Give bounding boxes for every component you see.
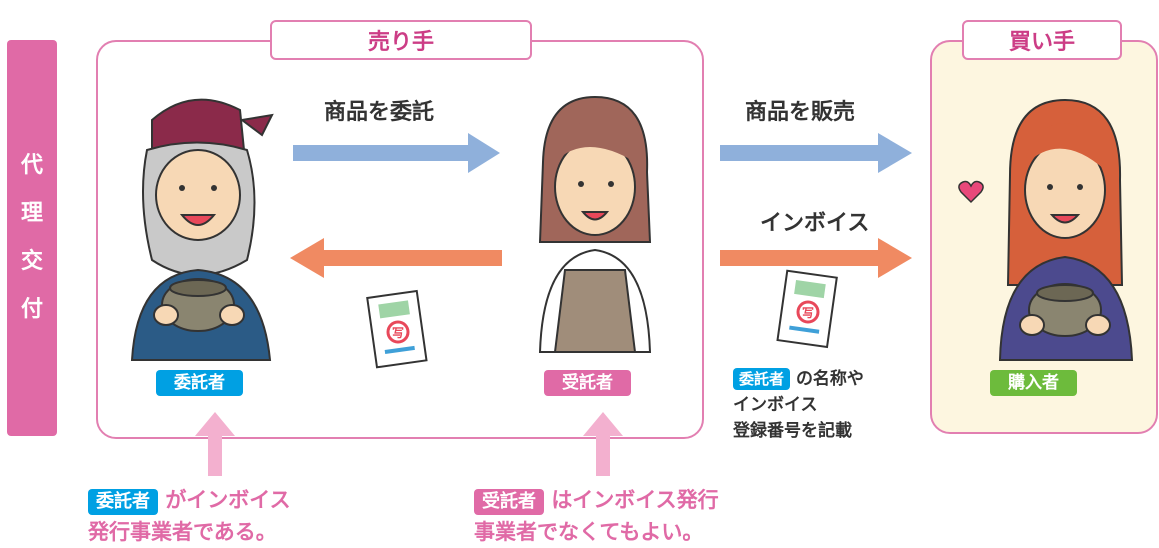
consignee-illustration (538, 95, 652, 353)
buyer-illustration (998, 98, 1134, 361)
consignee-note-line1: はインボイス発行 (551, 488, 719, 512)
side-label-char: 付 (20, 297, 43, 322)
invoice-document-icon: 写 (776, 269, 838, 349)
side-label-proxy-delivery: 代 理 交 付 (7, 40, 57, 436)
consignee-note-badge: 受託者 (474, 489, 544, 515)
buyer-badge-wrap: 購入者 (990, 370, 1077, 396)
consignor-note: 委託者 がインボイス 発行事業者である。 (88, 484, 291, 548)
consignee-badge: 受託者 (544, 370, 631, 396)
consignor-note-line2: 発行事業者である。 (88, 520, 277, 544)
invoice-note-line2: インボイス (733, 395, 818, 415)
invoice-stamp-text: 写 (392, 326, 404, 340)
side-label-char: 交 (20, 249, 43, 274)
invoice-note-line1: の名称や (795, 369, 864, 389)
consignee-badge-wrap: 受託者 (544, 370, 631, 396)
consignee-note-line2: 事業者でなくてもよい。 (474, 520, 704, 544)
invoice-document-icon: 写 (366, 289, 428, 369)
seller-title: 売り手 (270, 20, 532, 60)
consignor-note-badge: 委託者 (88, 489, 158, 515)
invoice-stamp-text: 写 (802, 306, 814, 320)
consignor-badge-wrap: 委託者 (156, 370, 243, 396)
buyer-title: 買い手 (962, 20, 1122, 60)
consignor-illustration (130, 98, 274, 361)
consignor-note-line1: がインボイス (165, 488, 291, 512)
invoice-note: 委託者 の名称や インボイス 登録番号を記載 (733, 366, 918, 444)
sell-arrow-label: 商品を販売 (745, 100, 856, 125)
consign-arrow-label: 商品を委託 (324, 100, 435, 125)
side-label-char: 代 (20, 153, 43, 178)
heart-icon (958, 180, 984, 204)
sell-arrow (720, 133, 912, 173)
invoice-arrow-label: インボイス (760, 211, 870, 236)
consignor-badge: 委託者 (156, 370, 243, 396)
side-label-char: 理 (20, 201, 43, 226)
buyer-badge: 購入者 (990, 370, 1077, 396)
invoice-note-badge: 委託者 (733, 368, 791, 390)
consignee-note: 受託者 はインボイス発行 事業者でなくてもよい。 (474, 484, 719, 548)
invoice-note-line3: 登録番号を記載 (733, 421, 852, 441)
